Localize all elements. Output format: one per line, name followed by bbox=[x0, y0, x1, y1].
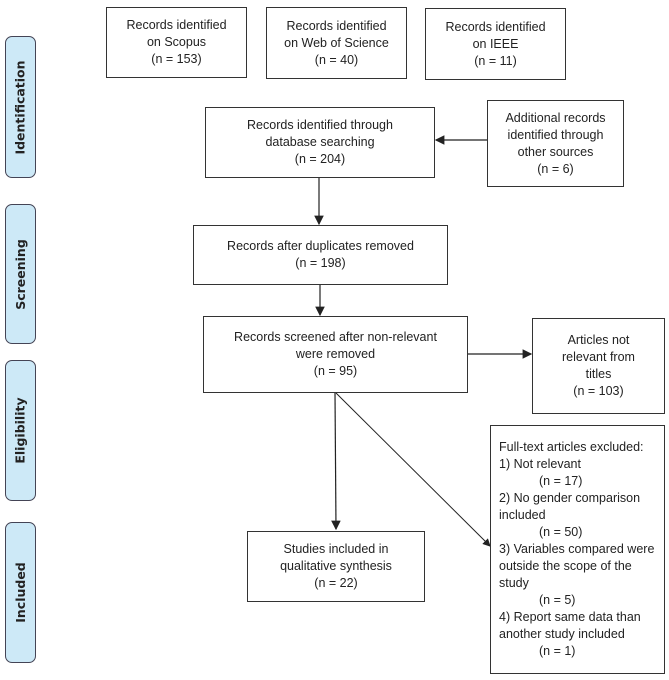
box-records-screened: Records screened after non-relevant were … bbox=[203, 316, 468, 393]
box-count: (n = 40) bbox=[314, 52, 359, 67]
exclusion-reason: 2) No gender comparison included bbox=[499, 491, 641, 522]
box-studies-included: Studies included in qualitative synthesis… bbox=[247, 531, 425, 602]
box-duplicates-removed: Records after duplicates removed (n = 198… bbox=[193, 225, 448, 285]
arrow-screened-to-excluded bbox=[335, 392, 491, 547]
stage-included: Included bbox=[5, 522, 36, 663]
box-full-text-excluded: Full-text articles excluded: 1) Not rele… bbox=[490, 425, 665, 674]
box-additional-records: Additional records identified through othe… bbox=[487, 100, 624, 187]
box-text: titles bbox=[585, 367, 612, 381]
exclusion-reason: 4) Report same data than another study i… bbox=[499, 610, 641, 641]
box-count: (n = 103) bbox=[573, 384, 624, 398]
box-text: Records identified bbox=[286, 18, 387, 33]
box-count: (n = 198) bbox=[295, 256, 346, 270]
exclusion-reason: 1) Not relevant bbox=[499, 457, 581, 471]
excluded-title: Full-text articles excluded: bbox=[499, 440, 644, 454]
arrow-screened-to-included bbox=[331, 392, 341, 531]
box-text: Records after duplicates removed bbox=[227, 239, 414, 253]
exclusion-reason: 3) Variables compared were outside the s… bbox=[499, 542, 655, 590]
box-text: were removed bbox=[295, 347, 376, 361]
box-count: (n = 204) bbox=[294, 152, 346, 166]
stage-eligibility: Eligibility bbox=[5, 360, 36, 501]
box-text: database searching bbox=[265, 135, 375, 149]
box-text: on Scopus bbox=[146, 35, 207, 49]
box-text: Records identified bbox=[126, 18, 227, 32]
box-text: Records identified through bbox=[247, 118, 393, 132]
box-text: relevant from bbox=[562, 350, 635, 364]
exclusion-count: (n = 1) bbox=[539, 644, 576, 658]
box-text: Additional records bbox=[505, 110, 606, 125]
box-scopus: Records identified on Scopus (n = 153) bbox=[106, 7, 247, 78]
box-not-relevant: Articles not relevant from titles (n = 103) bbox=[532, 318, 665, 414]
box-text: Records screened after non-relevant bbox=[234, 330, 437, 344]
box-text: on Web of Science bbox=[284, 35, 389, 50]
box-web-of-science: Records identified on Web of Science (n = … bbox=[266, 7, 407, 79]
stage-screening: Screening bbox=[5, 204, 36, 344]
box-count: (n = 11) bbox=[474, 53, 517, 68]
box-count: (n = 22) bbox=[314, 576, 358, 590]
stage-identification: Identification bbox=[5, 36, 36, 178]
box-count: (n = 6) bbox=[537, 161, 574, 176]
box-text: Studies included in bbox=[283, 542, 389, 556]
box-database-searching: Records identified through database searc… bbox=[205, 107, 435, 178]
exclusion-count: (n = 5) bbox=[539, 593, 576, 607]
box-text: qualitative synthesis bbox=[280, 559, 392, 573]
box-text: Articles not bbox=[567, 333, 630, 347]
box-text: other sources bbox=[517, 144, 594, 159]
exclusion-count: (n = 50) bbox=[539, 525, 583, 539]
box-ieee: Records identified on IEEE (n = 11) bbox=[425, 8, 566, 80]
box-count: (n = 95) bbox=[313, 364, 358, 378]
box-text: Records identified bbox=[445, 19, 546, 34]
box-count: (n = 153) bbox=[151, 52, 202, 66]
box-text: on IEEE bbox=[472, 36, 519, 51]
box-text: identified through bbox=[507, 127, 604, 142]
exclusion-count: (n = 17) bbox=[539, 474, 583, 488]
